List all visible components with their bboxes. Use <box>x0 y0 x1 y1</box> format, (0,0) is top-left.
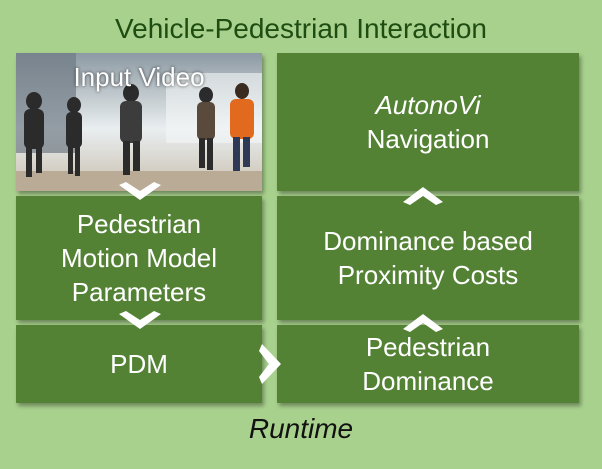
params-line-2: Motion Model <box>60 243 218 273</box>
params-line-3: Parameters <box>71 277 207 307</box>
input-video-image <box>16 53 262 191</box>
input-video-label: Input Video <box>73 62 205 92</box>
pdm-box: PDM <box>16 325 262 403</box>
navigation-label: Navigation <box>366 124 490 154</box>
motion-model-parameters-box: Pedestrian Motion Model Parameters <box>16 196 262 320</box>
chevron-right-icon <box>259 344 281 384</box>
costs-line-1: Dominance based <box>323 226 533 256</box>
chevron-up-icon <box>403 314 443 332</box>
dominance-line-1: Pedestrian <box>365 332 491 362</box>
chevron-down-icon <box>119 311 161 329</box>
dominance-line-2: Dominance <box>362 366 494 396</box>
input-video-box: Input Video <box>16 53 262 191</box>
chevron-up-icon <box>403 187 443 205</box>
autonovi-label: AutonoVi <box>375 90 481 120</box>
costs-line-2: Proximity Costs <box>337 260 519 290</box>
diagram-title: Vehicle-Pedestrian Interaction <box>115 13 487 44</box>
pedestrian-dominance-box: Pedestrian Dominance <box>277 325 579 403</box>
proximity-costs-box: Dominance based Proximity Costs <box>277 196 579 320</box>
chevron-down-icon <box>119 182 161 200</box>
runtime-label: Runtime <box>248 413 354 444</box>
autonovi-navigation-box: AutonoVi Navigation <box>277 53 579 191</box>
pdm-label: PDM <box>110 349 168 379</box>
params-line-1: Pedestrian <box>76 209 202 239</box>
